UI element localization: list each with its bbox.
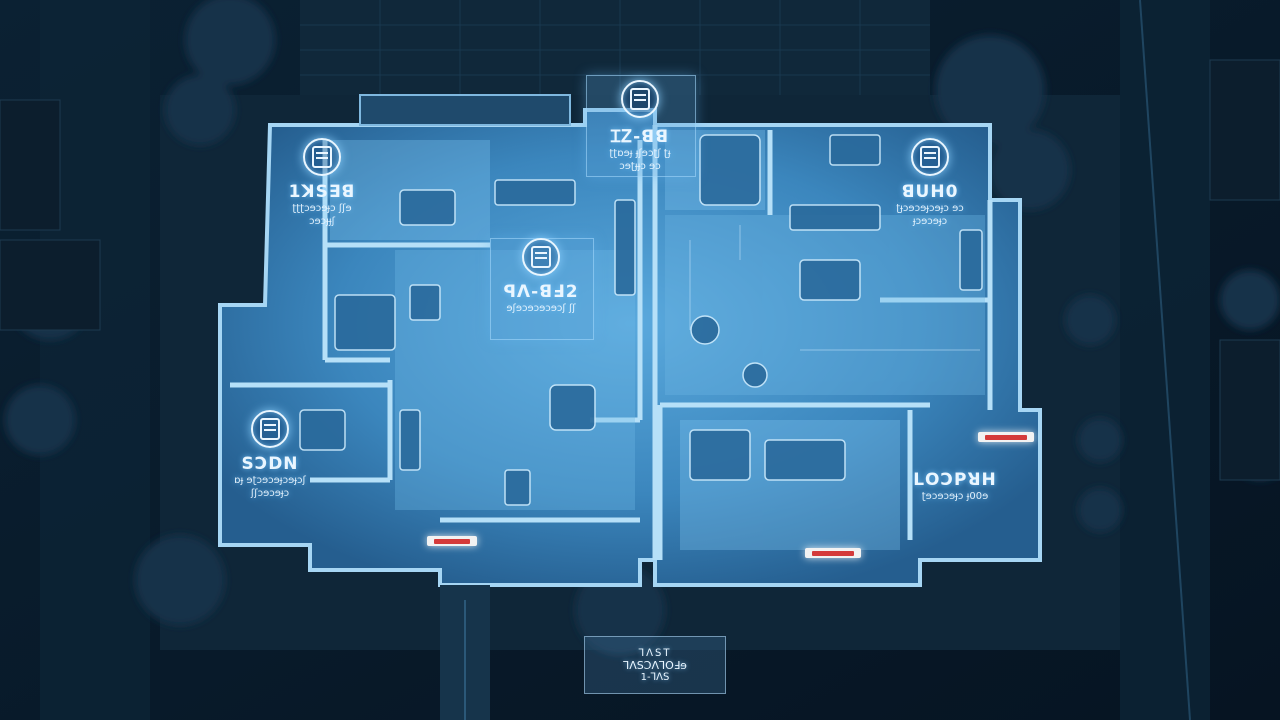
camera-icon[interactable] [251, 410, 289, 448]
room-label-nw[interactable]: 1ꓘS∃ꓭ ʈʈʈɔɘɔɘɟɔ ʃʃɘ ɔɘɔɟɟʃ [262, 138, 382, 228]
room-subtitle: ʈɘɔɘɔɘɟɔ ɟ00ɘ [921, 491, 989, 502]
room-title: 1ꓘS∃ꓭ [288, 182, 356, 202]
room-label-se[interactable]: ꓡꓳꓛꓑꓤꓧ ʈɘɔɘɔɘɟɔ ɟ00ɘ [895, 470, 1015, 503]
entrance-info-panel[interactable]: ꓶꓥꓢꓔ ꓶꓥꓢꓛꓥꓶꓳꓞɘ 1-ꓶꓥꓢ [584, 636, 726, 694]
camera-icon[interactable] [621, 80, 659, 118]
room-title: ꟼꓥ-ꓭꓞ2 [503, 282, 579, 302]
room-title: ꓢꓛꓓꓠ [241, 454, 299, 474]
hub-line-2: ꓶꓥꓢꓛꓥꓶꓳꓞɘ [623, 658, 687, 672]
alert-east[interactable] [978, 432, 1034, 442]
hub-line-3: 1-ꓶꓥꓢ [640, 671, 670, 683]
alert-bar [434, 538, 470, 544]
room-subtitle: ɒɟ ɘʈɔɘɔɘɟɔɘɟɔʃ [234, 475, 306, 486]
room-subtitle: ʈʈɒɘɟ ɟʃɘɔʈʃ ʈɟ [609, 148, 671, 159]
room-label-north[interactable]: ꞮᏃ-ꓭꓭ ʈʈɒɘɟ ɟʃɘɔʈʃ ʈɟ ɔɘʈɟɟɔ ɘɔ [580, 80, 700, 173]
room-subtitle-2: ɟɔɘɔɘɟɔ [912, 216, 948, 227]
room-title: ꓡꓳꓛꓑꓤꓧ [913, 470, 997, 490]
room-subtitle: ɘʃɘɔɘɔɘɔɘɔʃ ʃʃ [506, 303, 576, 314]
camera-icon[interactable] [522, 238, 560, 276]
camera-icon[interactable] [303, 138, 341, 176]
room-subtitle: ʈʈʈɔɘɔɘɟɔ ʃʃɘ [292, 203, 352, 214]
room-subtitle-2: ʃʃɔɘɔɘɟɔ [250, 488, 290, 499]
room-title: ꞮᏃ-ꓭꓭ [610, 127, 670, 147]
alert-south-west[interactable] [427, 536, 477, 546]
room-label-center[interactable]: ꟼꓥ-ꓭꓞ2 ɘʃɘɔɘɔɘɔɘɔʃ ʃʃ [481, 238, 601, 315]
room-subtitle-2: ɔɘɔɟɟʃ [308, 216, 336, 227]
camera-icon[interactable] [911, 138, 949, 176]
building [218, 94, 1042, 587]
alert-bar [985, 434, 1027, 440]
alert-bar [812, 550, 854, 556]
room-subtitle: ʈɟɔɘɔɘɟɔɘɟɔ ɘɔ [896, 203, 964, 214]
hub-line-1: ꓶꓥꓢꓔ [638, 647, 672, 659]
room-subtitle-2: ɔɘʈɟɟɔ ɘɔ [619, 161, 661, 172]
room-label-west[interactable]: ꓢꓛꓓꓠ ɒɟ ɘʈɔɘɔɘɟɔɘɟɔʃ ʃʃɔɘɔɘɟɔ [210, 410, 330, 500]
alert-south-center[interactable] [805, 548, 861, 558]
room-title: ꓭꓴꓧ0 [901, 182, 959, 202]
room-label-ne[interactable]: ꓭꓴꓧ0 ʈɟɔɘɔɘɟɔɘɟɔ ɘɔ ɟɔɘɔɘɟɔ [870, 138, 990, 228]
